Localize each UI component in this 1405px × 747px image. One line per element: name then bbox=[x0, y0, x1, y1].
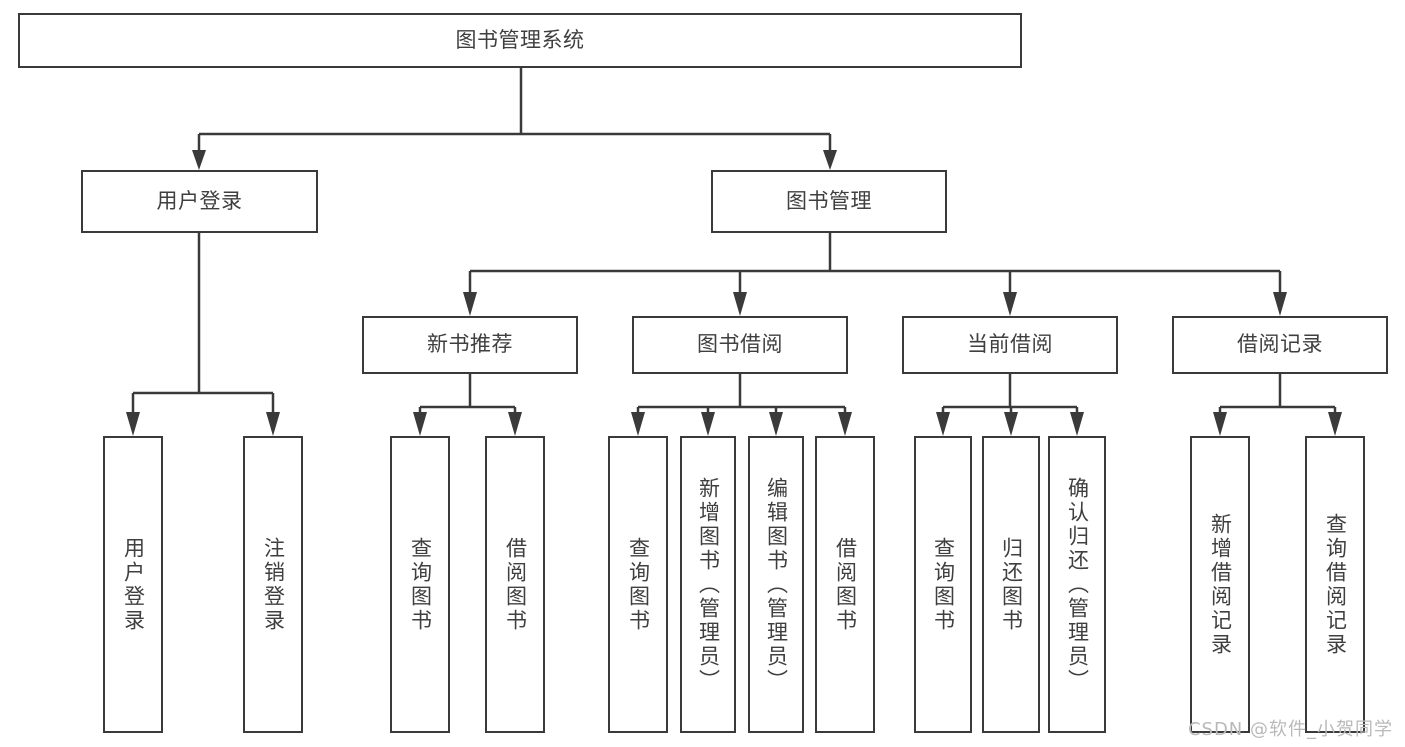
arrow-tsjy-leaf3 bbox=[769, 412, 783, 436]
node-root-system-label: 图书管理系统 bbox=[455, 27, 585, 52]
arrow-jyjl-leaf2 bbox=[1328, 412, 1342, 436]
leaf-cb-return-book[interactable]: 归还图书 bbox=[982, 436, 1040, 733]
leaf-cb-query-book-label: 查询图书 bbox=[931, 536, 956, 633]
node-new-book-recommend-label: 新书推荐 bbox=[427, 332, 513, 357]
node-new-book-recommend[interactable]: 新书推荐 bbox=[362, 316, 578, 374]
leaf-bb-edit-book-admin-label: 编辑图书（管理员） bbox=[764, 476, 789, 693]
leaf-bb-add-book-admin[interactable]: 新增图书（管理员） bbox=[680, 436, 736, 733]
leaf-cb-confirm-return-admin[interactable]: 确认归还（管理员） bbox=[1048, 436, 1106, 733]
leaf-cb-query-book[interactable]: 查询图书 bbox=[914, 436, 972, 733]
csdn-watermark: CSDN @软件_小贺同学 bbox=[1187, 719, 1393, 740]
arrow-bm-to-l3-2 bbox=[733, 292, 747, 316]
node-user-login-label: 用户登录 bbox=[156, 188, 243, 213]
arrow-jyjl-leaf1 bbox=[1213, 412, 1227, 436]
arrow-root-to-book-manage bbox=[823, 150, 837, 170]
node-root-system[interactable]: 图书管理系统 bbox=[18, 13, 1022, 68]
leaf-user-login-login[interactable]: 用户登录 bbox=[103, 436, 163, 733]
leaf-cb-return-book-label: 归还图书 bbox=[999, 536, 1024, 633]
leaf-bb-add-book-admin-label: 新增图书（管理员） bbox=[696, 476, 721, 693]
node-book-management-label: 图书管理 bbox=[786, 188, 872, 213]
arrow-dqjy-leaf1 bbox=[936, 412, 950, 436]
arrow-tsjy-leaf2 bbox=[701, 412, 715, 436]
node-current-borrow[interactable]: 当前借阅 bbox=[902, 316, 1118, 374]
leaf-bb-query-book-label: 查询图书 bbox=[626, 536, 651, 633]
leaf-br-add-record[interactable]: 新增借阅记录 bbox=[1190, 436, 1250, 733]
leaf-bb-borrow-book[interactable]: 借阅图书 bbox=[815, 436, 875, 733]
leaf-br-query-record[interactable]: 查询借阅记录 bbox=[1305, 436, 1365, 733]
node-book-management[interactable]: 图书管理 bbox=[711, 170, 947, 233]
arrow-bm-to-l3-4 bbox=[1273, 292, 1287, 316]
arrow-nbr-leaf1 bbox=[413, 412, 427, 436]
leaf-cb-confirm-return-admin-label: 确认归还（管理员） bbox=[1065, 476, 1090, 693]
node-book-borrow[interactable]: 图书借阅 bbox=[632, 316, 848, 374]
leaf-bb-edit-book-admin[interactable]: 编辑图书（管理员） bbox=[748, 436, 804, 733]
arrow-dqjy-leaf3 bbox=[1070, 412, 1084, 436]
arrow-tsjy-leaf1 bbox=[631, 412, 645, 436]
leaf-bb-borrow-book-label: 借阅图书 bbox=[833, 536, 858, 633]
node-borrow-record[interactable]: 借阅记录 bbox=[1172, 316, 1388, 374]
leaf-br-add-record-label: 新增借阅记录 bbox=[1208, 512, 1233, 657]
arrow-nbr-leaf2 bbox=[508, 412, 522, 436]
node-book-borrow-label: 图书借阅 bbox=[697, 332, 783, 357]
leaf-nbr-borrow-book[interactable]: 借阅图书 bbox=[485, 436, 545, 733]
node-user-login[interactable]: 用户登录 bbox=[81, 170, 318, 233]
leaf-user-login-logout-label: 注销登录 bbox=[261, 536, 286, 633]
arrow-bm-to-l3-1 bbox=[463, 292, 477, 316]
arrow-bm-to-l3-3 bbox=[1003, 292, 1017, 316]
leaf-nbr-query-book-label: 查询图书 bbox=[408, 536, 433, 633]
arrow-user-login-leaf2 bbox=[266, 412, 280, 436]
arrow-user-login-leaf1 bbox=[126, 412, 140, 436]
leaf-nbr-borrow-book-label: 借阅图书 bbox=[503, 536, 528, 633]
arrow-root-to-user-login bbox=[192, 150, 206, 170]
node-current-borrow-label: 当前借阅 bbox=[967, 332, 1053, 357]
arrow-dqjy-leaf2 bbox=[1004, 412, 1018, 436]
arrow-tsjy-leaf4 bbox=[838, 412, 852, 436]
leaf-user-login-login-label: 用户登录 bbox=[121, 536, 146, 633]
node-borrow-record-label: 借阅记录 bbox=[1237, 332, 1323, 357]
leaf-br-query-record-label: 查询借阅记录 bbox=[1323, 512, 1348, 657]
leaf-bb-query-book[interactable]: 查询图书 bbox=[608, 436, 668, 733]
leaf-nbr-query-book[interactable]: 查询图书 bbox=[390, 436, 450, 733]
leaf-user-login-logout[interactable]: 注销登录 bbox=[243, 436, 303, 733]
